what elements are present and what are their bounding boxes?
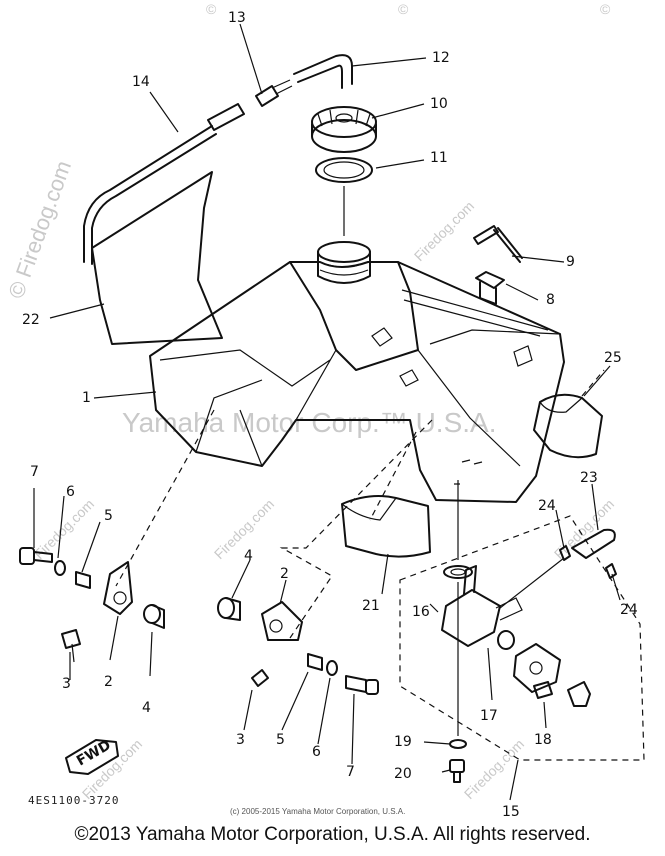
part-4-grommet-center [217, 597, 241, 621]
part-12-breather-hose [293, 54, 353, 89]
callout-5-center: 5 [276, 732, 285, 748]
part-cock-plate [513, 643, 561, 693]
part-10-fuel-cap [311, 106, 377, 153]
callout-1: 1 [82, 390, 91, 406]
part-19-washer [449, 739, 467, 749]
part-14-hose-joint [207, 103, 245, 131]
part-24-clip-lower [605, 563, 617, 579]
part-22-decal [91, 171, 223, 345]
watermarks: © © © © Firedog.com Firedog.com Firedog.… [3, 1, 617, 802]
watermark-center: Yamaha Motor Corp.™ U.S.A. [122, 407, 497, 438]
leaders-hose-clips [499, 483, 621, 609]
leaders-center-fasteners [231, 559, 355, 765]
part-11-gasket [315, 157, 373, 183]
part-6-washer-center [326, 660, 338, 676]
copyright-footer: ©2013 Yamaha Motor Corporation, U.S.A. A… [74, 824, 591, 845]
part-2-bracket-left [103, 561, 133, 615]
callout-4-center: 4 [244, 548, 253, 564]
callout-5-left: 5 [104, 508, 113, 524]
callout-11: 11 [430, 150, 448, 166]
callout-12: 12 [432, 50, 450, 66]
assembly-guide-lines [115, 369, 605, 639]
watermark-site-left: © Firedog.com [3, 157, 76, 301]
part-3-bolt-center [251, 669, 269, 687]
part-23-fuel-hose [571, 528, 616, 559]
watermark-corner-top-far-right: © [600, 1, 611, 17]
callout-2-left: 2 [104, 674, 113, 690]
part-7-bolt-center [345, 675, 379, 695]
part-1-fuel-tank [149, 241, 565, 503]
diagram-code: 4ES1100-3720 [28, 794, 119, 807]
part-21-damper [341, 495, 431, 558]
callout-14: 14 [132, 74, 150, 90]
callout-7-left: 7 [30, 464, 39, 480]
callout-19: 19 [394, 734, 412, 750]
callout-3-center: 3 [236, 732, 245, 748]
part-4-grommet-left [143, 604, 165, 629]
callout-18: 18 [534, 732, 552, 748]
callout-23: 23 [580, 470, 598, 486]
part-14-hose-edge [91, 133, 217, 265]
callout-4-left: 4 [142, 700, 151, 716]
callout-25: 25 [604, 350, 622, 366]
callout-labels: 1 2 3 4 5 6 7 8 9 10 11 12 13 14 15 16 1… [22, 10, 638, 820]
part-25-damper-edge [539, 397, 583, 413]
callout-21: 21 [362, 598, 380, 614]
leaders-left-fasteners [33, 488, 153, 680]
callout-8: 8 [546, 292, 555, 308]
part-6-washer-left [54, 560, 66, 576]
part-14-hose [83, 125, 213, 263]
part-8-collar [475, 271, 505, 305]
part-15-assembly-outline [399, 515, 645, 761]
leaders-cock-parts [423, 603, 547, 801]
part-cock-lever [567, 681, 591, 707]
small-copyright: (c) 2005-2015 Yamaha Motor Corporation, … [230, 807, 405, 816]
part-5-collar-left [75, 571, 91, 589]
watermark-corner-top-left: © [206, 1, 217, 17]
callout-16: 16 [412, 604, 430, 620]
part-3-bolt-left [61, 629, 81, 663]
callout-2-center: 2 [280, 566, 289, 582]
leaders-upper [49, 23, 611, 595]
callout-9: 9 [566, 254, 575, 270]
callout-7-center: 7 [346, 764, 355, 780]
part-17-o-ring [497, 630, 515, 650]
part-25-damper [533, 393, 603, 459]
part-7-bolt-left [19, 547, 53, 565]
watermark-site-bottom-right: Firedog.com [461, 736, 527, 802]
callout-24-lower: 24 [620, 602, 638, 618]
part-16-cock-gasket [443, 565, 473, 579]
watermark-site-right: Firedog.com [411, 198, 477, 264]
watermark-corner-top-right: © [398, 1, 409, 17]
part-20-drain-screw [449, 759, 465, 783]
part-5-collar-center [307, 653, 323, 671]
callout-6-left: 6 [66, 484, 75, 500]
part-18-screw [533, 681, 553, 699]
callout-20: 20 [394, 766, 412, 782]
callout-3-left: 3 [62, 676, 71, 692]
part-13-valve-tip [271, 79, 293, 95]
part-13-valve [255, 85, 279, 107]
callout-10: 10 [430, 96, 448, 112]
callout-13: 13 [228, 10, 246, 26]
callout-17: 17 [480, 708, 498, 724]
callout-22: 22 [22, 312, 40, 328]
part-2-bracket-center [261, 601, 303, 641]
callout-6-center: 6 [312, 744, 321, 760]
callout-15: 15 [502, 804, 520, 820]
watermark-site-bottom-left: Firedog.com [79, 736, 145, 802]
part-24-clip-upper [559, 545, 571, 561]
callout-24-upper: 24 [538, 498, 556, 514]
